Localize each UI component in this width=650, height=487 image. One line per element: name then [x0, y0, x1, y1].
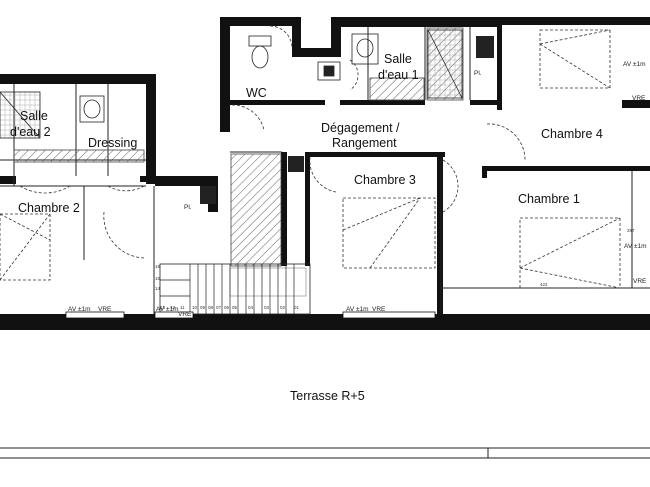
label-terrasse: Terrasse R+5: [290, 389, 365, 403]
label-salle-eau-2-line2: d'eau 2: [10, 125, 51, 139]
dimension-287: 287: [627, 228, 635, 233]
av-label-chambre-2: AV ±1m: [68, 306, 91, 313]
step-14: 14: [155, 286, 161, 291]
step-11: 11: [180, 305, 185, 310]
label-salle-eau-2-line1: Salle: [20, 109, 48, 123]
av-label-stair: AV ±1m: [156, 306, 179, 313]
av-label-chambre-4: AV ±1m: [623, 61, 646, 68]
placard-label-3: Pl.: [474, 70, 482, 77]
step-16: 16: [155, 264, 161, 269]
step-03: 03: [264, 305, 270, 310]
vre-label-chambre-1: VRE: [633, 278, 647, 285]
label-wc: WC: [246, 86, 267, 100]
label-dressing: Dressing: [88, 136, 137, 150]
stair-numbers: 16 15 14 13 12 11 10 09 08 07 06 05 04 0…: [155, 264, 300, 310]
door-swings: [19, 25, 526, 259]
fixtures: [0, 29, 463, 315]
label-chambre-3: Chambre 3: [354, 173, 416, 187]
stair-steps: [160, 264, 295, 314]
av-label-chambre-3: AV ±1m: [346, 306, 369, 313]
step-07: 07: [216, 305, 222, 310]
label-salle-eau-1-line2: d'eau 1: [378, 68, 419, 82]
vre-label-chambre-2: VRE: [98, 306, 112, 313]
placard-label-2: Pl.: [292, 161, 300, 168]
placard-label-1: Pl.: [184, 204, 192, 211]
step-04: 04: [248, 305, 254, 310]
label-chambre-2: Chambre 2: [18, 201, 80, 215]
room-labels: Salle d'eau 2 Dressing WC Salle d'eau 1 …: [10, 52, 603, 403]
windows: [65, 311, 436, 319]
av-label-chambre-1: AV ±1m: [624, 243, 647, 250]
step-05: 05: [232, 305, 238, 310]
beds: [0, 29, 621, 289]
step-08: 08: [208, 305, 214, 310]
step-06: 06: [224, 305, 230, 310]
walls: [0, 17, 650, 330]
step-01: 01: [294, 305, 300, 310]
label-degagement-line2: Rangement: [332, 136, 397, 150]
dimension-422: 422: [540, 282, 548, 287]
step-10: 10: [192, 305, 198, 310]
step-15: 15: [155, 276, 161, 281]
step-09: 09: [200, 305, 206, 310]
vre-label-stair: VRE: [178, 311, 192, 318]
step-12: 12: [170, 305, 176, 310]
step-13: 13: [160, 305, 166, 310]
label-chambre-1: Chambre 1: [518, 192, 580, 206]
step-02: 02: [280, 305, 286, 310]
label-salle-eau-1-line1: Salle: [384, 52, 412, 66]
label-degagement-line1: Dégagement /: [321, 121, 400, 135]
annotations: Pl. Pl. Pl. AV ±1m VRE AV ±1m VRE AV ±1m…: [68, 61, 647, 318]
partitions: [0, 27, 650, 459]
vre-label-chambre-3: VRE: [372, 306, 386, 313]
label-chambre-4: Chambre 4: [541, 127, 603, 141]
vre-label-chambre-4: VRE: [632, 95, 646, 102]
placard-boxes: [200, 36, 494, 204]
